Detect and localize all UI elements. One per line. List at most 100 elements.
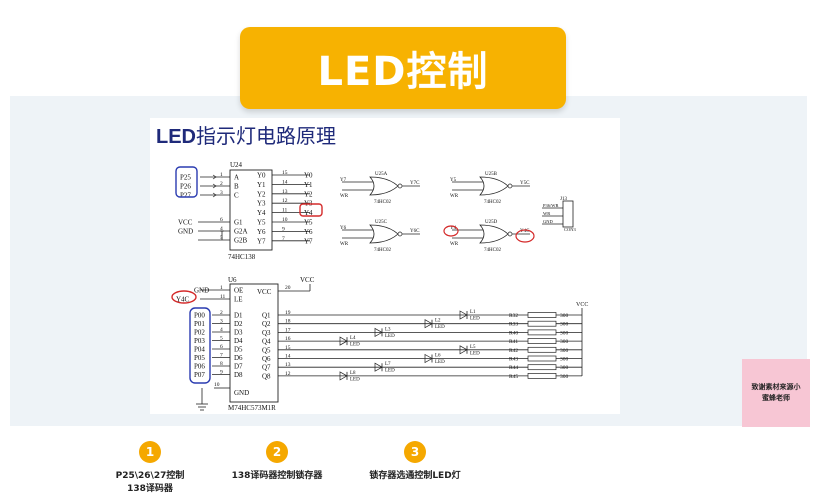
credit-note: 致谢素材来源小蜜蜂老师 [742, 359, 810, 427]
led-ref: L1 [470, 310, 476, 315]
resistor-ref: R45 [509, 374, 518, 380]
latch-ref: U6 [228, 276, 237, 284]
latch-le-net: Y4C [176, 296, 190, 304]
led-label: LED [470, 317, 480, 322]
nor-gate [479, 176, 509, 196]
decoder-pin-number: 2 [220, 181, 223, 187]
led-ref: L6 [435, 354, 441, 359]
annotation-red-circle [443, 225, 459, 237]
led-icon [339, 371, 348, 381]
gate-output-net: Y6C [410, 229, 420, 234]
decoder-pin-number: 7 [282, 236, 285, 242]
jumper-pin-label: GND [543, 219, 553, 224]
annotation-red-circle [171, 290, 197, 304]
resistor-icon [527, 338, 557, 344]
decoder-pin-number: 3 [220, 190, 223, 196]
resistor-value: 300 [560, 357, 569, 363]
latch-vcc-net: VCC [300, 276, 315, 284]
led-ref: L3 [385, 327, 391, 332]
nor-gate-bubble [397, 231, 403, 237]
latch-pin-label: Q6 [262, 355, 271, 363]
led-label: LED [385, 369, 395, 374]
decoder-ref: U24 [230, 161, 243, 169]
resistor-icon [527, 329, 557, 336]
latch-pin-label: D5 [234, 346, 243, 354]
decoder-pin-number: 4 [220, 226, 223, 232]
latch-input-net: P02 [194, 329, 205, 337]
gate-input-net: WR [450, 242, 459, 247]
step-number-badge: 3 [404, 441, 426, 463]
led-icon [459, 345, 468, 355]
latch-pin-number: 12 [285, 371, 291, 377]
led-label: LED [385, 334, 395, 339]
latch-chip-body [229, 283, 279, 403]
led-icon [424, 353, 433, 364]
decoder-pin-number: 10 [282, 217, 288, 223]
gate-part: 74HC02 [484, 200, 501, 205]
latch-pin-number: 3 [220, 319, 223, 325]
nor-gate [479, 224, 509, 244]
latch-pin-number: 2 [220, 310, 223, 316]
led-icon [339, 336, 348, 346]
led-label: LED [435, 360, 445, 365]
annotation-red-circle [515, 229, 535, 243]
decoder-pin-number: 6 [220, 217, 223, 223]
resistor-ref: R43 [509, 357, 518, 363]
resistor-value: 300 [560, 365, 569, 371]
decoder-pin-label: B [234, 183, 239, 191]
resistor-ref: R44 [509, 365, 518, 371]
decoder-pin-number: 11 [282, 208, 288, 214]
latch-oe-net: GND [194, 287, 209, 295]
decoder-output-net: Y4 [304, 209, 313, 217]
gate-part: 74HC02 [484, 248, 501, 253]
latch-pin-label: Q1 [262, 312, 271, 320]
credit-line-1: 致谢素材来源小 [751, 383, 801, 391]
gate-input-net: WR [340, 194, 349, 199]
decoder-pin-label: Y3 [257, 200, 266, 208]
latch-pin-number: 10 [214, 382, 220, 388]
gate-output-net: Y5C [520, 181, 530, 186]
resistor-ref: R32 [509, 313, 518, 319]
led-label: LED [350, 343, 360, 348]
decoder-input-net: P25 [180, 174, 191, 182]
latch-pin-label: OE [234, 287, 243, 295]
latch-pin-number: 17 [285, 327, 291, 333]
annotation-blue-box [189, 307, 211, 384]
latch-pin-label: VCC [257, 288, 272, 296]
decoder-pin-number: 5 [220, 235, 223, 241]
gate-input-net: Y7 [340, 178, 347, 183]
decoder-pin-label: G2B [234, 237, 248, 245]
resistor-icon [527, 320, 557, 327]
latch-part: M74HC573M1R [228, 404, 276, 412]
led-ref: L7 [385, 362, 391, 367]
decoder-output-net: Y5 [304, 219, 313, 227]
decoder-input-net: P27 [180, 192, 191, 200]
schematic-title-cjk: 指示灯电路原理 [196, 126, 336, 148]
latch-pin-label: Q5 [262, 346, 271, 354]
decoder-enable-net: GND [178, 228, 193, 236]
resistor-value: 300 [560, 339, 569, 345]
latch-pin-number: 20 [285, 285, 291, 291]
latch-pin-label: Q2 [262, 320, 271, 328]
annotation-blue-box [175, 166, 198, 198]
latch-pin-number: 6 [220, 344, 223, 350]
gate-part: 74HC02 [374, 200, 391, 205]
latch-pin-label: D8 [234, 371, 243, 379]
decoder-output-net: Y7 [304, 237, 313, 245]
latch-pin-number: 4 [220, 327, 223, 333]
latch-pin-label: GND [234, 389, 249, 397]
decoder-output-net: Y6 [304, 228, 313, 236]
decoder-enable-net: VCC [178, 219, 193, 227]
resistor-value: 300 [560, 330, 569, 336]
gate-ref: U25A [375, 172, 388, 177]
decoder-pin-label: Y2 [257, 190, 266, 198]
step-number-badge: 2 [266, 441, 288, 463]
credit-line-2: 蜜蜂老师 [762, 394, 790, 402]
page-title: LED控制 [317, 49, 489, 95]
latch-pin-number: 13 [285, 362, 291, 368]
led-icon [459, 310, 468, 320]
arrow-icon [212, 183, 217, 189]
nor-gate-bubble [507, 231, 513, 237]
decoder-pin-label: Y5 [257, 219, 266, 227]
jumper-body [562, 200, 574, 228]
